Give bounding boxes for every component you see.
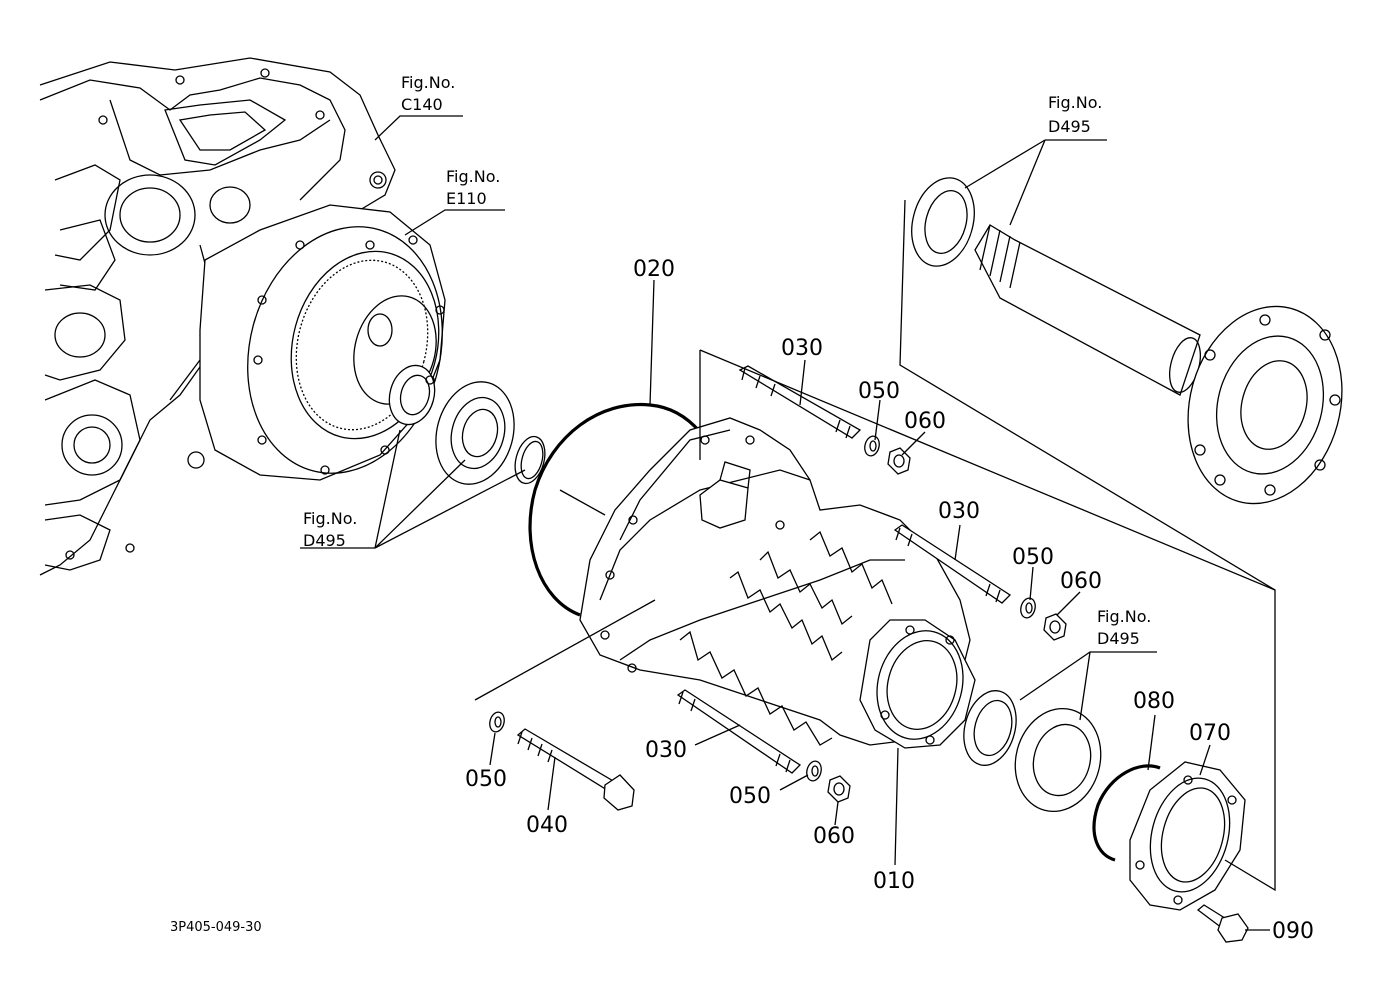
bearing-right: [1014, 707, 1102, 813]
washer-050-d: [489, 711, 505, 733]
axle-housing-010: [579, 417, 976, 749]
fig-ref-d495-top-line2: D495: [1048, 117, 1091, 136]
figure-reference-d495-top: Fig.No. D495: [1048, 93, 1102, 136]
stud-030-bottom: [676, 689, 802, 774]
fig-ref-d495-left-line2: D495: [303, 531, 346, 550]
part-label-030-top: 030: [781, 336, 823, 361]
part-label-030-bottom: 030: [645, 738, 687, 763]
snap-ring-left: [514, 435, 546, 485]
o-ring-020: [528, 402, 702, 617]
seal-right: [963, 690, 1017, 766]
part-label-090: 090: [1272, 919, 1314, 944]
fig-ref-d495-right-line1: Fig.No.: [1097, 607, 1151, 626]
part-label-060-top: 060: [904, 409, 946, 434]
nut-060-b: [1043, 613, 1067, 641]
cover-070: [1129, 761, 1246, 911]
axle-shaft: [911, 177, 1343, 505]
part-label-050-left: 050: [465, 767, 507, 792]
bearing-left: [435, 381, 515, 485]
part-label-020: 020: [633, 257, 675, 282]
part-label-050-top: 050: [858, 379, 900, 404]
fig-ref-d495-top-line1: Fig.No.: [1048, 93, 1102, 112]
part-label-060-middle: 060: [1060, 569, 1102, 594]
fig-ref-c140-line2: C140: [401, 95, 443, 114]
bolt-040: [516, 728, 635, 811]
fig-ref-e110-line1: Fig.No.: [446, 167, 500, 186]
fig-ref-d495-left-line1: Fig.No.: [303, 509, 357, 528]
washer-050-b: [1020, 597, 1036, 619]
part-label-050-bottom: 050: [729, 784, 771, 809]
fig-ref-d495-right-line2: D495: [1097, 629, 1140, 648]
part-label-080: 080: [1133, 689, 1175, 714]
washer-050-c: [806, 760, 822, 782]
part-label-010: 010: [873, 869, 915, 894]
stud-030-middle: [893, 524, 1012, 604]
nut-060-c: [827, 775, 851, 803]
figure-reference-d495-right: Fig.No. D495: [1097, 607, 1151, 648]
nut-060-a: [887, 447, 911, 475]
washer-050-a: [864, 435, 880, 457]
part-label-030-middle: 030: [938, 499, 980, 524]
figure-reference-c140: Fig.No. C140: [401, 73, 455, 114]
fig-ref-e110-line2: E110: [446, 189, 487, 208]
figure-reference-d495-left: Fig.No. D495: [303, 509, 357, 550]
gear-case-flange: [199, 204, 446, 481]
o-ring-080: [1092, 764, 1161, 862]
drawing-code: 3P405-049-30: [170, 920, 262, 935]
part-label-040: 040: [526, 813, 568, 838]
part-label-060-bottom: 060: [813, 824, 855, 849]
fig-ref-c140-line1: Fig.No.: [401, 73, 455, 92]
figure-reference-e110: Fig.No. E110: [446, 167, 500, 208]
leader-lines: [300, 115, 1276, 931]
bolt-090: [1196, 904, 1249, 943]
part-label-050-middle: 050: [1012, 545, 1054, 570]
part-label-070: 070: [1189, 721, 1231, 746]
